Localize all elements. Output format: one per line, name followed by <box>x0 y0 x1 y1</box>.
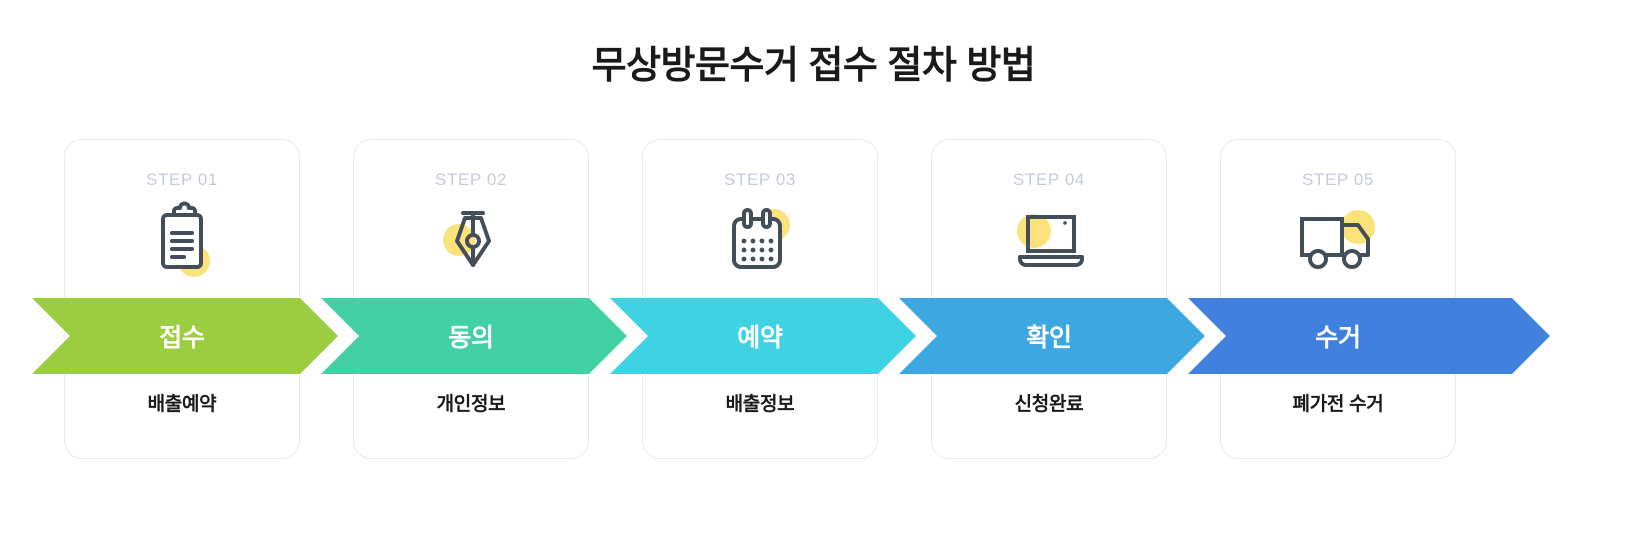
banner-label-3: 예약 <box>737 324 783 352</box>
step-number-label-2: STEP 02 <box>435 170 507 189</box>
banner-label-5: 수거 <box>1315 324 1361 352</box>
step-number-label-5: STEP 05 <box>1302 170 1374 189</box>
step-caption-3: 배출정보 <box>725 394 795 415</box>
page-title: 무상방문수거 접수 절차 방법 <box>591 45 1036 87</box>
banner-label-1: 접수 <box>159 324 205 352</box>
step-caption-2: 개인정보 <box>436 394 506 415</box>
banner-label-2: 동의 <box>448 324 494 352</box>
pen-nib-icon <box>354 202 588 280</box>
calendar-icon <box>643 202 877 280</box>
clipboard-icon <box>65 201 299 280</box>
step-caption-5: 폐가전 수거 <box>1292 394 1384 415</box>
step-number-label-4: STEP 04 <box>1013 170 1085 189</box>
laptop-icon <box>932 202 1166 280</box>
step-number-label-3: STEP 03 <box>724 170 796 189</box>
banner-label-4: 확인 <box>1026 324 1072 352</box>
step-number-label-1: STEP 01 <box>146 170 218 189</box>
truck-icon <box>1221 202 1455 280</box>
step-caption-1: 배출예약 <box>147 394 217 415</box>
step-caption-4: 신청완료 <box>1014 394 1084 415</box>
